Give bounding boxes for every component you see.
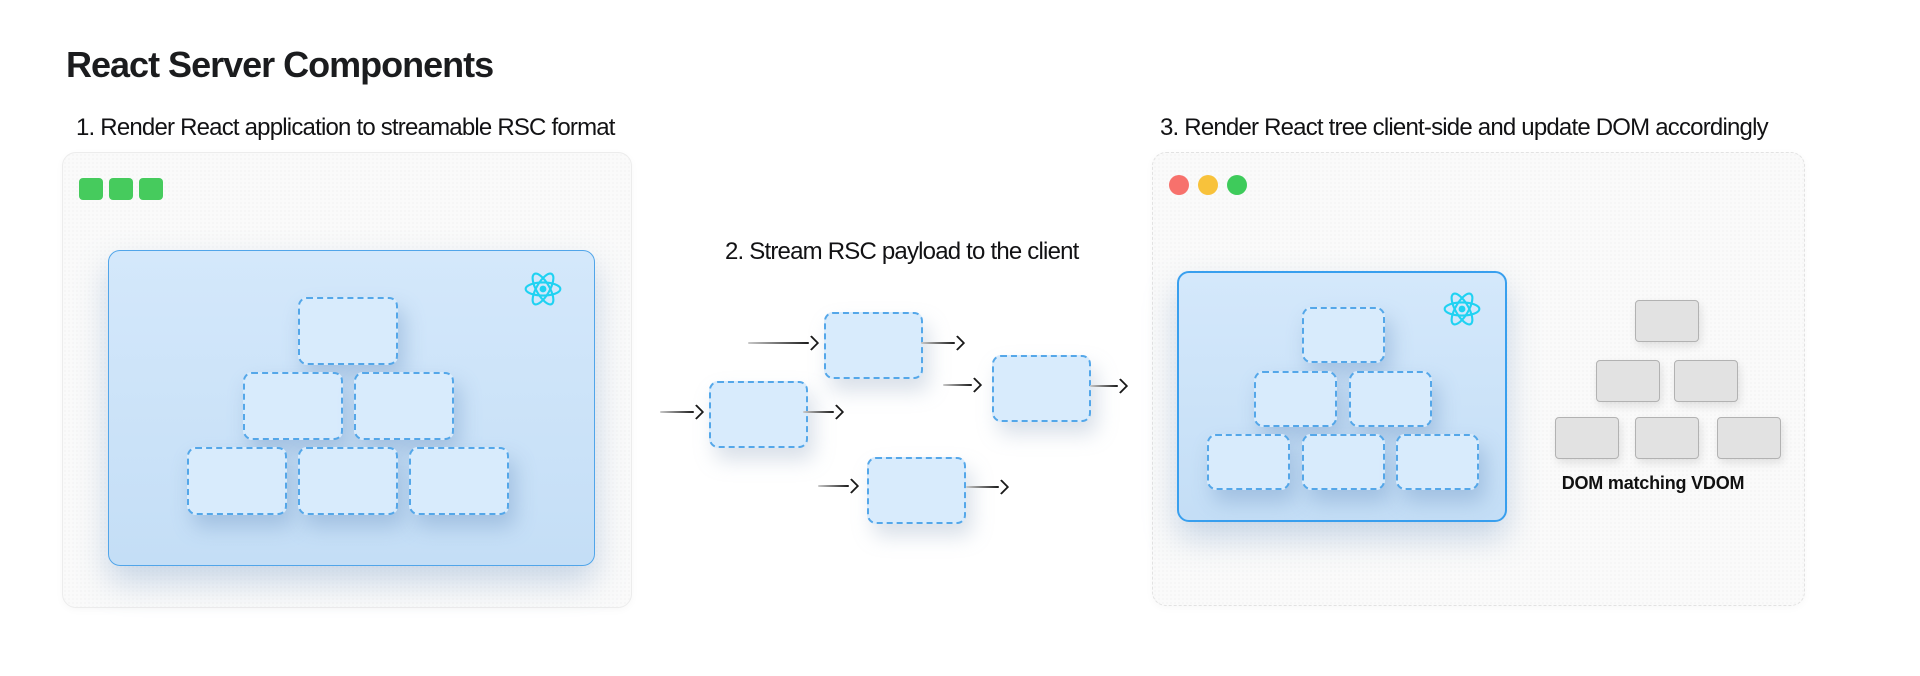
stream-arrow-icon — [966, 479, 1010, 495]
vdom-node — [298, 447, 398, 515]
stream-arrow-icon — [943, 377, 983, 393]
stream-arrow-icon — [748, 335, 820, 351]
vdom-node — [1302, 434, 1385, 490]
server-react-root — [108, 250, 595, 566]
dom-node — [1635, 417, 1699, 459]
client-window: DOM matching VDOM — [1152, 152, 1805, 606]
window-control-square-icon — [139, 178, 163, 200]
stream-arrow-icon — [818, 478, 860, 494]
server-window — [62, 152, 632, 608]
dom-node — [1596, 360, 1660, 402]
stream-arrow-icon — [1090, 378, 1129, 394]
vdom-node — [1207, 434, 1290, 490]
stream-arrow-icon — [660, 404, 705, 420]
rsc-chunk — [867, 457, 966, 524]
step-1-label: 1. Render React application to streamabl… — [76, 114, 615, 141]
rsc-chunk — [709, 381, 808, 448]
dom-node — [1635, 300, 1699, 342]
window-control-minimize-icon — [1198, 175, 1218, 195]
rsc-chunk — [992, 355, 1091, 422]
dom-node — [1717, 417, 1781, 459]
stream-arrow-icon — [803, 404, 845, 420]
window-control-close-icon — [1169, 175, 1189, 195]
dom-node — [1674, 360, 1738, 402]
stream-arrow-icon — [921, 335, 966, 351]
window-control-square-icon — [109, 178, 133, 200]
vdom-node — [1349, 371, 1432, 427]
rsc-chunk — [824, 312, 923, 379]
window-control-zoom-icon — [1227, 175, 1247, 195]
vdom-node — [243, 372, 343, 440]
vdom-node — [187, 447, 287, 515]
react-logo-icon — [524, 272, 562, 306]
vdom-node — [354, 372, 454, 440]
client-react-root — [1177, 271, 1507, 522]
vdom-node — [409, 447, 509, 515]
vdom-node — [1302, 307, 1385, 363]
vdom-node — [1254, 371, 1337, 427]
vdom-node — [1396, 434, 1479, 490]
page-title: React Server Components — [66, 44, 494, 85]
step-2-label: 2. Stream RSC payload to the client — [725, 238, 1079, 265]
dom-node — [1555, 417, 1619, 459]
step-3-label: 3. Render React tree client-side and upd… — [1160, 114, 1769, 141]
vdom-node — [298, 297, 398, 365]
react-logo-icon — [1443, 292, 1481, 326]
window-control-square-icon — [79, 178, 103, 200]
dom-matching-vdom-label: DOM matching VDOM — [1561, 473, 1745, 493]
